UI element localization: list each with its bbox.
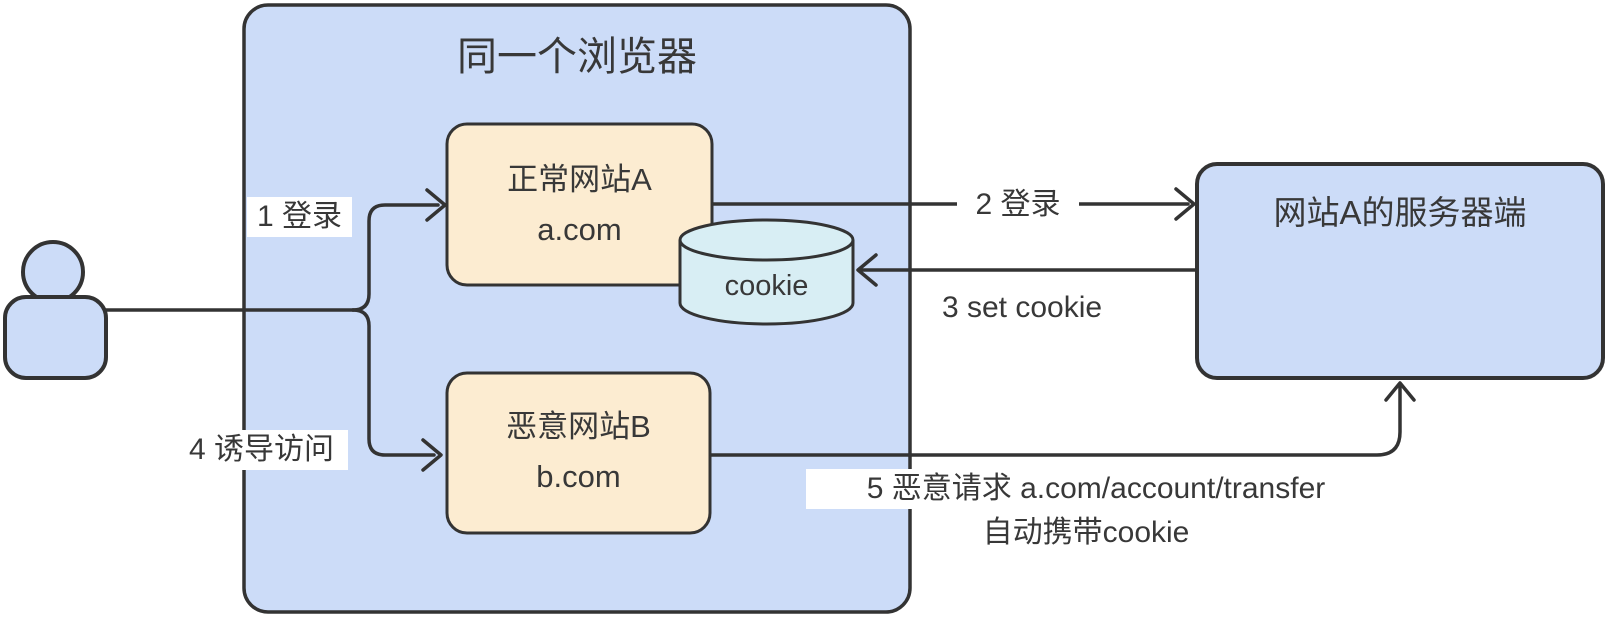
cookie-label: cookie — [724, 270, 809, 302]
site-b-box — [445, 371, 712, 535]
step5-label-line2: 自动携带cookie — [936, 513, 1236, 553]
arrowhead-step3 — [856, 253, 878, 287]
site-a-domain: a.com — [537, 212, 622, 247]
step5-label-line1: 5 恶意请求 a.com/account/transfer — [806, 469, 1386, 509]
site-b-title: 恶意网站B — [506, 409, 651, 444]
browser-title: 同一个浏览器 — [457, 35, 697, 79]
arrowhead-step5 — [1384, 381, 1416, 402]
edge-step4-induce-visit — [351, 308, 436, 457]
step4-label: 4 诱导访问 — [175, 430, 348, 470]
step3-label: 3 set cookie — [916, 288, 1128, 328]
edge-step5-malicious-request — [709, 385, 1402, 457]
person-icon-body — [3, 295, 108, 380]
cookie-cylinder-body — [678, 240, 855, 326]
cookie-cylinder-top — [678, 218, 855, 262]
arrowhead-step4 — [421, 438, 443, 472]
person-icon-head — [21, 240, 85, 304]
arrowhead-step2 — [1174, 187, 1196, 221]
edge-step1-login — [351, 203, 440, 312]
step2-label: 2 登录 — [957, 185, 1079, 225]
site-a-title: 正常网站A — [507, 162, 652, 197]
step1-label: 1 登录 — [247, 197, 352, 237]
site-b-label: 恶意网站B b.com — [447, 402, 710, 502]
server-label: 网站A的服务器端 — [1273, 194, 1527, 231]
arrowhead-step1 — [425, 188, 447, 222]
site-b-domain: b.com — [536, 459, 621, 494]
site-a-label: 正常网站A a.com — [447, 155, 712, 255]
